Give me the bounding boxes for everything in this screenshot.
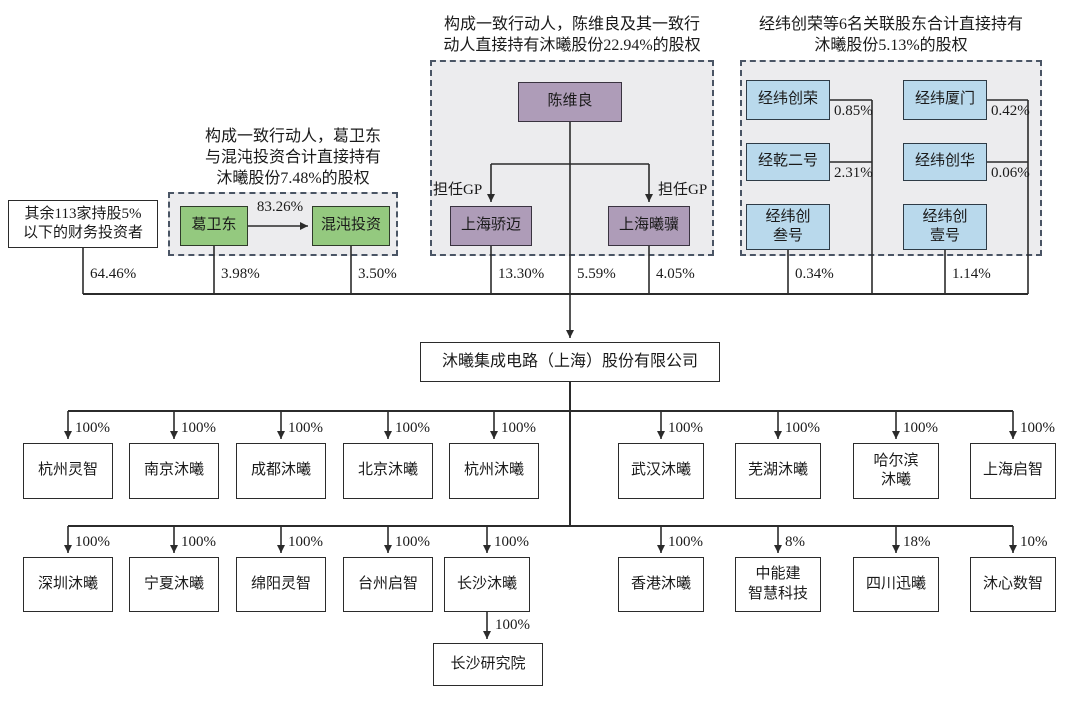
node-sichuan-xunxi: 四川迅曦 bbox=[853, 557, 939, 612]
node-xianggang-muxi: 香港沐曦 bbox=[618, 557, 704, 612]
pct-row1-2: 100% bbox=[288, 420, 323, 436]
node-ningxia-muxi: 宁夏沐曦 bbox=[129, 557, 219, 612]
pct-jw-sanhao: 0.34% bbox=[795, 266, 834, 282]
pct-row1-4: 100% bbox=[501, 420, 536, 436]
node-jw-chuangrong: 经纬创荣 bbox=[746, 80, 830, 120]
node-beijing-muxi: 北京沐曦 bbox=[343, 443, 433, 499]
node-shanghai-xiji: 上海曦骥 bbox=[608, 206, 690, 246]
pct-row1-3: 100% bbox=[395, 420, 430, 436]
pct-row2-4: 100% bbox=[494, 534, 529, 550]
pct-changsha-research: 100% bbox=[495, 617, 530, 633]
node-changsha-research: 长沙研究院 bbox=[433, 643, 543, 686]
node-jw-xiamen: 经纬厦门 bbox=[903, 80, 987, 120]
node-jw-sanhao: 经纬创 叁号 bbox=[746, 204, 830, 250]
pct-row2-5: 100% bbox=[668, 534, 703, 550]
node-hangzhou-muxi: 杭州沐曦 bbox=[449, 443, 539, 499]
node-hundun-investment: 混沌投资 bbox=[312, 206, 390, 246]
pct-hundun: 3.50% bbox=[358, 266, 397, 282]
note-ge-group: 构成一致行动人，葛卫东 与混沌投资合计直接持有 沐曦股份7.48%的股权 bbox=[204, 128, 381, 187]
pct-jw-xiamen: 0.42% bbox=[991, 103, 1030, 119]
node-shanghai-qizhi: 上海启智 bbox=[970, 443, 1056, 499]
pct-row2-2: 100% bbox=[288, 534, 323, 550]
pct-shanghai-xiji: 4.05% bbox=[656, 266, 695, 282]
label-gp-right: 担任GP bbox=[658, 182, 708, 198]
pct-jingqian-erhao: 2.31% bbox=[834, 165, 873, 181]
node-jingqian-erhao: 经乾二号 bbox=[746, 143, 830, 181]
node-company: 沐曦集成电路（上海）股份有限公司 bbox=[420, 342, 720, 382]
pct-jw-chuangrong: 0.85% bbox=[834, 103, 873, 119]
pct-row1-6: 100% bbox=[785, 420, 820, 436]
node-wuhan-muxi: 武汉沐曦 bbox=[618, 443, 704, 499]
node-muxin-shuzhi: 沐心数智 bbox=[970, 557, 1056, 612]
node-mianyang-lingzhi: 绵阳灵智 bbox=[236, 557, 326, 612]
node-chen-weiliang: 陈维良 bbox=[518, 82, 622, 122]
node-other-investors: 其余113家持股5% 以下的财务投资者 bbox=[8, 200, 158, 248]
node-nanjing-muxi: 南京沐曦 bbox=[129, 443, 219, 499]
node-changsha-muxi: 长沙沐曦 bbox=[444, 557, 530, 612]
node-shanghai-jiaomai: 上海骄迈 bbox=[450, 206, 532, 246]
pct-row2-0: 100% bbox=[75, 534, 110, 550]
node-zhongnengjian: 中能建 智慧科技 bbox=[735, 557, 821, 612]
pct-ge-to-hundun: 83.26% bbox=[256, 199, 304, 215]
pct-chen-weiliang: 5.59% bbox=[577, 266, 616, 282]
pct-row1-8: 100% bbox=[1020, 420, 1055, 436]
pct-row2-1: 100% bbox=[181, 534, 216, 550]
node-shenzhen-muxi: 深圳沐曦 bbox=[23, 557, 113, 612]
node-haerbin-muxi: 哈尔滨 沐曦 bbox=[853, 443, 939, 499]
pct-shanghai-jiaomai: 13.30% bbox=[498, 266, 545, 282]
pct-row2-8: 10% bbox=[1020, 534, 1048, 550]
label-gp-left: 担任GP bbox=[433, 182, 483, 198]
note-chen-group: 构成一致行动人，陈维良及其一致行 动人直接持有沐曦股份22.94%的股权 bbox=[443, 16, 701, 54]
node-wuhu-muxi: 芜湖沐曦 bbox=[735, 443, 821, 499]
node-chengdu-muxi: 成都沐曦 bbox=[236, 443, 326, 499]
pct-row2-7: 18% bbox=[903, 534, 931, 550]
node-hangzhou-lingzhi: 杭州灵智 bbox=[23, 443, 113, 499]
pct-jw-chuanghua: 0.06% bbox=[991, 165, 1030, 181]
pct-row1-1: 100% bbox=[181, 420, 216, 436]
pct-row2-3: 100% bbox=[395, 534, 430, 550]
pct-jw-yihao: 1.14% bbox=[952, 266, 991, 282]
node-taizhou-qizhi: 台州启智 bbox=[343, 557, 433, 612]
pct-other-investors: 64.46% bbox=[90, 266, 137, 282]
pct-row1-5: 100% bbox=[668, 420, 703, 436]
pct-row2-6: 8% bbox=[785, 534, 805, 550]
node-jw-yihao: 经纬创 壹号 bbox=[903, 204, 987, 250]
pct-row1-7: 100% bbox=[903, 420, 938, 436]
pct-row1-0: 100% bbox=[75, 420, 110, 436]
node-jw-chuanghua: 经纬创华 bbox=[903, 143, 987, 181]
node-ge-weidong: 葛卫东 bbox=[180, 206, 248, 246]
note-jingwei-group: 经纬创荣等6名关联股东合计直接持有 沐曦股份5.13%的股权 bbox=[758, 16, 1023, 54]
pct-ge-weidong: 3.98% bbox=[221, 266, 260, 282]
